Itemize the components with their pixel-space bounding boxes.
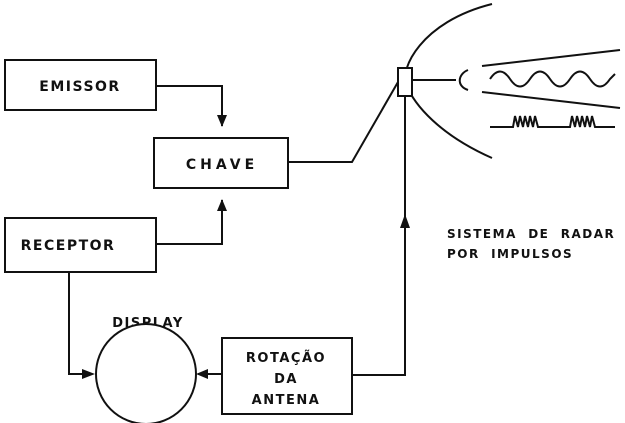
caption-line1: SISTEMA DE RADAR xyxy=(447,227,615,241)
chave-label: CHAVE xyxy=(186,157,258,173)
display-block: DISPLAY xyxy=(95,316,197,423)
caption-line2: POR IMPULSOS xyxy=(447,247,573,261)
sine-wave-signal-icon xyxy=(489,70,616,88)
receptor-label: RECEPTOR xyxy=(21,238,116,254)
diagram-caption: SISTEMA DE RADAR POR IMPULSOS xyxy=(447,227,615,261)
display-circle xyxy=(95,323,197,423)
antenna-feed xyxy=(397,67,413,97)
beam-upper-edge xyxy=(481,49,621,67)
chave-block: CHAVE xyxy=(153,137,289,189)
chave-to-antenna-line xyxy=(288,81,399,163)
pulse-burst-signal-icon xyxy=(490,115,615,128)
arrow-into-antenna xyxy=(400,214,410,228)
emissor-to-chave-line xyxy=(156,85,223,126)
receptor-to-display-line xyxy=(68,272,92,375)
rotacao-to-antenna-line xyxy=(352,94,406,376)
rotacao-label-line1: ROTAÇÃO xyxy=(246,350,326,366)
arrowheads xyxy=(82,115,410,379)
receptor-block: RECEPTOR xyxy=(4,217,157,273)
arrow-into-display-right xyxy=(196,369,208,379)
arrow-into-chave-bottom xyxy=(217,199,227,211)
radar-beam xyxy=(481,49,621,128)
emissor-label: EMISSOR xyxy=(39,79,120,95)
antenna-horn xyxy=(458,69,469,91)
arrow-into-display-left xyxy=(82,369,95,379)
beam-lower-edge xyxy=(481,91,621,109)
parabolic-antenna-icon xyxy=(397,3,493,159)
arrow-into-chave-top xyxy=(217,115,227,127)
emissor-block: EMISSOR xyxy=(4,59,157,111)
rotacao-block: ROTAÇÃO DA ANTENA xyxy=(221,337,353,415)
rotacao-label-line2: DA xyxy=(274,372,298,387)
connection-lines xyxy=(68,81,406,376)
receptor-to-chave-line xyxy=(156,200,223,245)
rotacao-label-line3: ANTENA xyxy=(252,393,321,408)
